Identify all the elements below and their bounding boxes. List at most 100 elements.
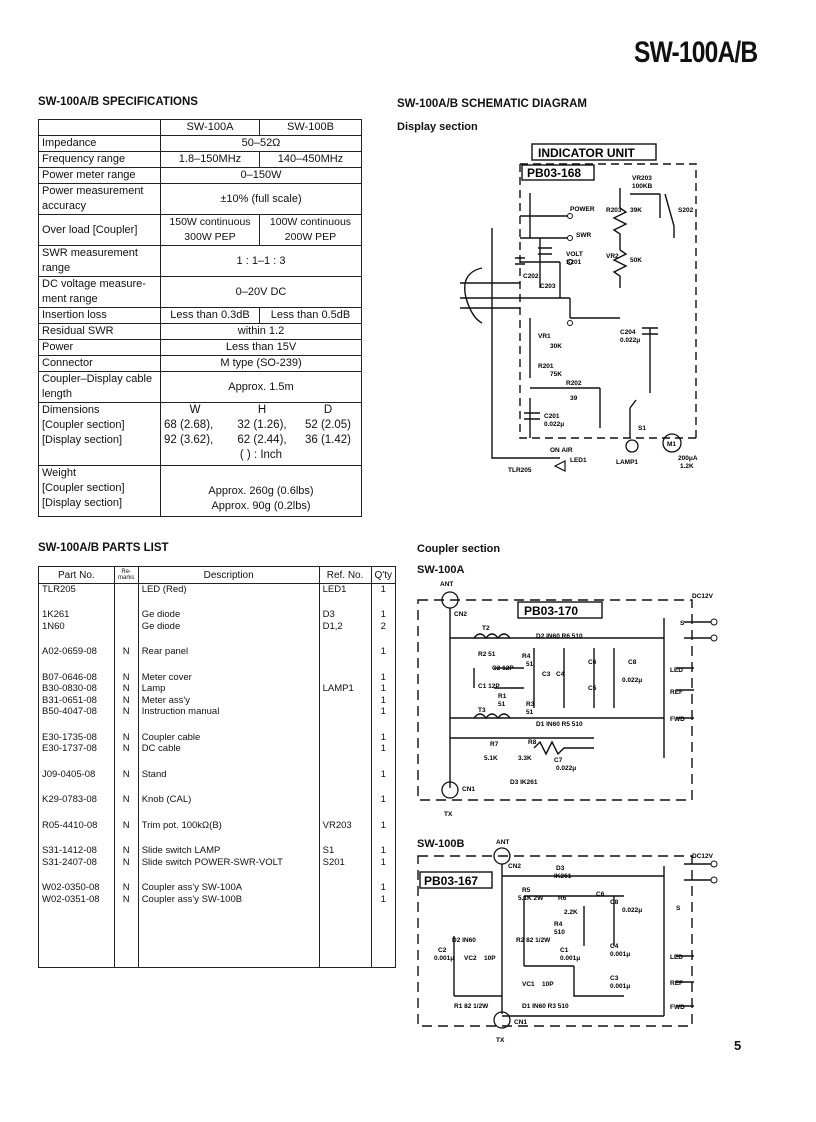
part-number: S31-2407-08 [38,856,115,868]
spacer-cell [113,905,139,919]
ant-connector-icon [441,591,459,609]
part-remarks: N [113,882,139,894]
label-b-vc2: VC2 [464,955,477,962]
label-b-led: LED [670,954,683,961]
part-number: S31-1412-08 [38,845,115,857]
label-b-r5v: 5.1K 2W [518,895,544,902]
parts-header-row: Part No. Re-marks Description Ref. No. Q… [38,566,396,584]
part-description: Knob (CAL) [137,794,320,806]
spacer-cell [113,632,139,646]
spacer-cell [370,657,396,672]
label-a-d1: D1 IN60 R5 510 [536,721,583,728]
part-description: Trim pot. 100kΩ(B) [137,819,320,831]
filler-cell [38,919,115,968]
spec-value: ±10% (full scale) [160,183,362,215]
label-a-cval: 0.022μ [622,677,642,684]
part-ref [318,694,372,706]
dim-value: 52 (2.05) [304,419,352,431]
sw100a-title: SW-100A [417,564,465,576]
part-qty: 1 [370,731,396,743]
label-a-c8: C8 [628,659,637,666]
label-a-r7v: 5.1K [484,755,498,762]
spacer-cell [113,754,139,769]
label-led1: LED1 [570,457,587,464]
spec-value: Less than 0.5dB [258,307,363,324]
label-b-10p: 10P [484,955,496,962]
spec-value: within 1.2 [160,323,362,340]
part-description: Coupler ass'y SW-100A [137,882,320,894]
dim-value: 32 (1.26), [237,419,287,431]
pb-100a-box [517,601,603,619]
label-b-d1: D1 IN60 R3 510 [522,1003,569,1010]
spacer-cell [113,780,139,794]
spec-value: 100W continuous 200W PEP [258,214,363,246]
spacer-cell [370,717,396,732]
part-qty: 1 [370,706,396,718]
part-remarks: N [113,646,139,658]
part-qty: 1 [370,646,396,658]
label-b-r4v: 510 [554,929,565,936]
part-number: E30-1735-08 [38,731,115,743]
label-b-d3v: IK261 [554,873,572,880]
spacer-cell [370,868,396,882]
spec-row: Power measurement accuracy±10% (full sca… [38,183,362,215]
spacer-cell [370,831,396,845]
part-number: 1K261 [38,609,115,621]
label-vr203: VR203 [632,175,652,182]
part-remarks [113,583,139,595]
part-description: Ge diode [137,620,320,632]
spec-value: 1.8–150MHz [160,151,260,168]
indicator-unit-box [531,143,657,161]
weight-coupler-value: Approx. 260g (0.6lbs) [208,485,314,497]
label-b-c6: C6 [596,891,605,898]
spacer-cell [318,754,372,769]
lamp-icon [625,439,639,453]
label-c204: C204 [620,329,636,336]
part-remarks [113,620,139,632]
weight-display-value: Approx. 90g (0.2lbs) [211,500,311,512]
label-r201: R201 [538,363,554,370]
specifications-title: SW-100A/B SPECIFICATIONS [38,96,198,108]
part-ref [318,706,372,718]
label-s1: S1 [638,425,646,432]
filler-cell [137,919,320,968]
part-remarks: N [113,731,139,743]
label-c201-val: 0.022μ [544,421,564,428]
table-row-spacer [38,831,396,845]
spec-label: Power measurement accuracy [38,183,161,215]
dim-header-d: D [323,404,333,416]
spacer-cell [318,657,372,672]
spacer-cell [318,868,372,882]
meter-icon [662,433,682,453]
label-a-r4: R4 [522,653,531,660]
label-a-d2: D2 IN60 R6 510 [536,633,583,640]
label-s: S [680,620,685,627]
parts-list-title: SW-100A/B PARTS LIST [38,542,169,554]
part-ref [318,646,372,658]
label-power: POWER [570,206,595,213]
label-b-s: S [676,905,681,912]
dimensions-label: Dimensions [42,404,100,416]
part-number: R05-4410-08 [38,819,115,831]
label-a-r2: R2 51 [478,651,496,658]
spec-value: Less than 15V [160,339,362,356]
part-ref: LAMP1 [318,683,372,695]
label-ref: REF [670,689,683,696]
part-description: Slide switch LAMP [137,845,320,857]
label-volt: VOLT [566,251,583,258]
label-c201: C201 [544,413,560,420]
dim-value: 68 (2.68), [164,419,214,431]
part-qty: 1 [370,882,396,894]
spec-row-dimensions: Dimensions [Coupler section] [Display se… [38,402,362,466]
label-a-c6: C6 [588,659,597,666]
label-cn1: CN1 [462,786,475,793]
spec-label: Frequency range [38,151,161,168]
